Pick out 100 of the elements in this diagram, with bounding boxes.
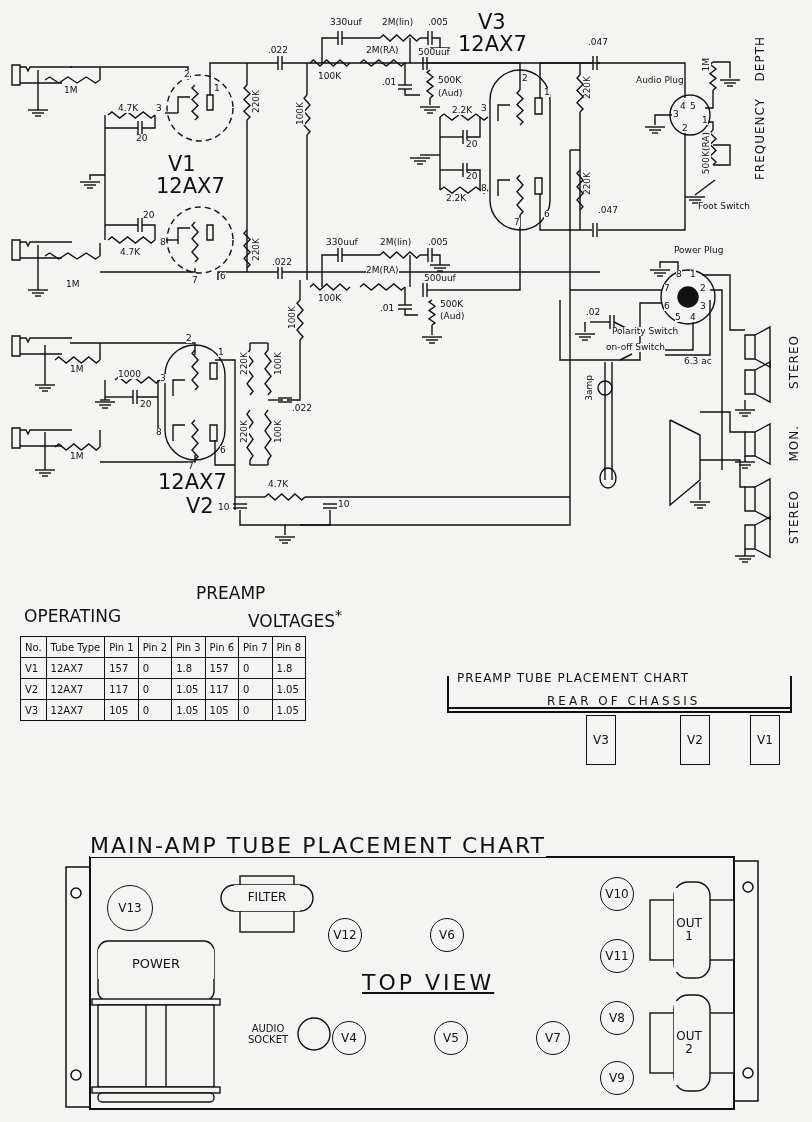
component-value: 20: [466, 172, 478, 181]
pin-number: 2: [522, 74, 528, 83]
component-value: 2M(lin): [382, 18, 414, 27]
speaker-label: STEREO: [788, 335, 800, 389]
pin-number: 6: [664, 302, 670, 311]
table-cell: 1.8: [272, 657, 306, 679]
pin-number: 8: [481, 184, 487, 193]
pin-number: 2: [186, 334, 192, 343]
table-header-cell: Pin 1: [104, 636, 139, 658]
component-value: (Aud): [440, 312, 465, 321]
component-value: 1M: [70, 452, 84, 461]
component-value: 2M(RA): [366, 46, 399, 55]
tube-socket: V13: [107, 885, 153, 931]
component-value: 1000: [118, 370, 141, 379]
component-value: .047: [598, 206, 619, 215]
tube-socket-box: V1: [750, 715, 780, 765]
component-value: 10: [338, 500, 350, 509]
component-value: 2M(lin): [380, 238, 412, 247]
table-cell: V2: [20, 678, 47, 700]
pin-number: 2: [682, 124, 688, 133]
pin-number: 6: [544, 210, 550, 219]
component-value: 330uuf: [330, 18, 362, 27]
component-value: 1M: [66, 280, 80, 289]
component-value: 220K: [252, 90, 261, 114]
pin-number: 8: [676, 270, 682, 279]
component-value: 500K: [438, 76, 462, 85]
pin-number: 3: [156, 104, 162, 113]
table-cell: 0: [238, 657, 273, 679]
component-value: .047: [588, 38, 609, 47]
component-value: 100K: [274, 352, 283, 376]
table-heading: VOLTAGES$^{*}$: [248, 608, 343, 630]
component-value: 330uuf: [326, 238, 358, 247]
chart-title: PREAMP TUBE PLACEMENT CHART: [457, 672, 690, 684]
table-cell: 0: [138, 657, 172, 679]
table-cell: 0: [138, 678, 172, 700]
component-label: Foot Switch: [698, 202, 750, 211]
component-value: 20: [136, 134, 148, 143]
pin-number: 8: [156, 428, 162, 437]
table-cell: 1.05: [171, 699, 206, 721]
table-header-cell: No.: [20, 636, 47, 658]
component-value: .01: [380, 304, 395, 313]
table-cell: V1: [20, 657, 47, 679]
table-cell: 117: [205, 678, 239, 700]
component-value: 2M(RA): [366, 266, 399, 275]
table-cell: 0: [238, 699, 273, 721]
pin-number: 7: [514, 218, 520, 227]
component-value: 100K: [296, 102, 305, 126]
component-value: 220K: [252, 238, 261, 262]
pin-number: 1: [214, 84, 220, 93]
component-label: Polarity Switch: [612, 327, 679, 336]
component-label: FILTER: [234, 885, 300, 911]
table-cell: V3: [20, 699, 47, 721]
component-value: (Aud): [438, 89, 463, 98]
component-value: 4.7K: [120, 248, 141, 257]
component-value: 100K: [318, 294, 342, 303]
component-value: 100K: [274, 420, 283, 444]
speaker-label: MON.: [788, 425, 800, 462]
table-header-cell: Pin 2: [138, 636, 172, 658]
pin-number: 3: [673, 110, 679, 119]
component-label: Audio Plug: [636, 76, 684, 85]
component-value: 100K: [318, 72, 342, 81]
table-cell: 157: [104, 657, 139, 679]
pin-number: 3: [160, 374, 166, 383]
pin-number: 2: [184, 70, 190, 79]
view-label: TOP VIEW: [362, 972, 495, 994]
table-header-cell: Pin 6: [205, 636, 239, 658]
pin-number: 3: [700, 302, 706, 311]
table-cell: 1.05: [171, 678, 206, 700]
pin-number: 7: [188, 462, 194, 471]
component-value: 20: [140, 400, 152, 409]
pin-number: 1: [218, 348, 224, 357]
component-value: .022: [292, 404, 313, 413]
pin-number: 1: [544, 88, 550, 97]
tube-socket-box: V2: [680, 715, 710, 765]
tube-socket: V7: [536, 1021, 570, 1055]
component-value: 20: [143, 211, 155, 220]
component-value: 220K: [240, 420, 249, 444]
table-cell: 157: [205, 657, 239, 679]
pin-number: 4: [680, 102, 686, 111]
component-value: .02: [586, 308, 601, 317]
pin-number: 7: [664, 284, 670, 293]
table-header-cell: Pin 8: [272, 636, 306, 658]
speaker-label: STEREO: [788, 490, 800, 544]
component-value: 2.2K: [452, 106, 473, 115]
tube-socket: V10: [600, 877, 634, 911]
tube-socket: V9: [600, 1061, 634, 1095]
component-value: 4.7K: [268, 480, 289, 489]
table-heading: OPERATING: [24, 608, 122, 625]
control-label: DEPTH: [754, 36, 766, 82]
table-header-cell: Tube Type: [46, 636, 105, 658]
component-value: .022: [268, 46, 289, 55]
component-value: 220K: [583, 76, 592, 100]
component-label: on-off Switch: [606, 343, 665, 352]
component-value: 4.7K: [118, 104, 139, 113]
pin-number: 2: [700, 284, 706, 293]
table-cell: 12AX7: [46, 678, 105, 700]
table-cell: 105: [205, 699, 239, 721]
pin-number: 1: [690, 270, 696, 279]
component-value: 3amp: [585, 375, 594, 401]
component-value: 10: [218, 503, 230, 512]
